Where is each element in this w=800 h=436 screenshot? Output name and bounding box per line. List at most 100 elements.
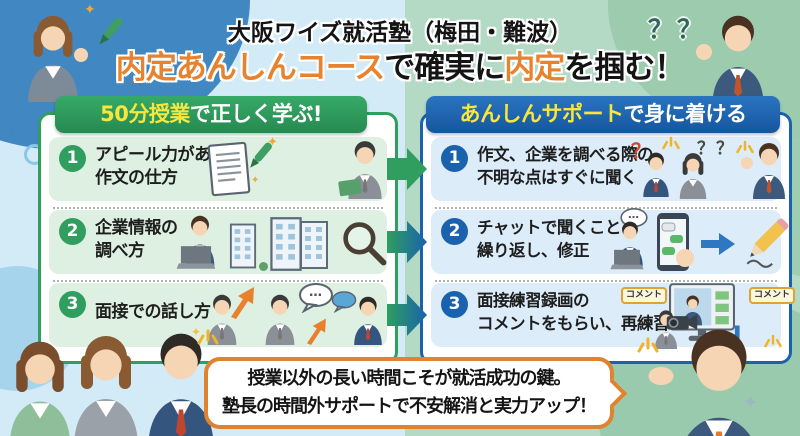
emphasis-lines-icon [661,135,681,151]
flow-arrow-icon [387,148,427,190]
lesson-header-highlight: 50分授業 [100,102,190,126]
subtitle-mid: で確実に [384,50,505,86]
waving-hand-icon [696,44,712,60]
support-item-1: 1 作文、企業を調べる際の 不明な点はすぐに聞く ？ ？？ [431,137,781,201]
step-text-line2: 不明な点はすぐに聞く [477,167,638,187]
sparkle-icon: ✦ [742,390,759,414]
sparkle-icon: ✦ [251,175,260,186]
company-research-illustration [179,212,387,272]
lesson-item-2: 2 企業情報の 調べ方 [49,210,387,274]
comment-label: コメント [621,287,668,304]
lesson-header-rest: で正しく学ぶ! [189,102,323,126]
row-highlight [49,210,387,274]
laptop-icon [607,248,647,272]
sparkle-icon: ✦ [191,325,202,339]
subtitle-highlight-2: 内定 [504,50,565,86]
step-number-badge: 2 [441,218,468,245]
step-text: 作文、企業を調べる際の 不明な点はすぐに聞く [477,144,654,190]
step-text-line2: 繰り返し、修正 [477,240,590,260]
laptop-icon [173,244,219,272]
support-item-2: 2 チャットで聞くことを 繰り返し、修正 … [431,208,781,274]
emphasis-lines-icon [196,328,220,346]
right-arrow-icon [701,232,735,256]
step-text: 面接での話し方 [95,301,211,324]
growth-arrow-icon [227,285,257,319]
page-title: 大阪ワイズ就活塾（梅田・難波） [227,20,573,46]
note-line1: 授業以外の長い時間こそが就活成功の鍵。 [247,368,572,390]
page-subtitle: 内定あんしんコースで確実に内定を掴む！ [0,42,800,87]
male-coach-illustration [696,8,796,98]
hand-icon [741,157,753,169]
building-icon [299,220,329,270]
building-icon [229,222,257,270]
question-icon: ？ [631,139,651,163]
step-text-line1: 面接練習録画の [477,291,590,310]
double-question-icon: ？？ [648,15,707,44]
chat-revise-illustration: … [613,208,791,272]
subtitle-highlight-1: 内定あんしんコース [115,50,385,86]
support-header-rest: で身に着ける [623,102,748,126]
coach-answering-icon [747,141,791,199]
step-text-line2: 調べ方 [95,241,145,262]
note-line2: 塾長の時間外サポートで不安解消と実力アップ！ [222,396,597,417]
support-item-3: 3 面接練習録画の コメントをもらい、再練習 コメント コメント [431,283,795,347]
step-text-line1: アピール力がある [95,145,228,165]
flow-arrow-icon [387,221,427,263]
emphasis-lines-icon [636,336,660,354]
support-panel-header: あんしんサポートで身に着ける [426,96,780,133]
step-text-line2: 作文の仕方 [95,168,178,189]
step-text: 面接練習録画の コメントをもらい、再練習 [477,290,670,336]
lesson-panel: 1 アピール力がある 作文の仕方 ✦ ✦ 2 企業情報の 調べ方 [38,112,398,364]
step-text-line1: 作文、企業を調べる際の [477,145,654,164]
fist-icon [74,48,88,62]
pencil-icon [743,214,791,270]
step-number-badge: 2 [59,218,86,245]
dotted-divider [53,280,383,282]
comment-label: コメント [748,287,795,304]
female-coach-illustration: ✦ [14,2,154,100]
student-figure-icon [66,330,146,436]
clipboard-icon [338,178,362,197]
double-question-icon: ？？ [697,139,735,159]
lesson-item-1: 1 アピール力がある 作文の仕方 ✦ ✦ [49,135,387,201]
step-number-badge: 3 [59,291,86,318]
step-text-line1: 面接での話し方 [95,302,211,322]
principal-figure-icon [664,324,774,436]
dotted-divider [53,207,383,209]
step-text: チャットで聞くことを 繰り返し、修正 [477,217,637,263]
essay-writing-illustration: ✦ ✦ [207,135,387,199]
video-review-illustration: コメント コメント [621,285,795,345]
students-illustration [0,328,230,436]
person-icon [261,293,299,345]
step-text: 企業情報の 調べ方 [95,217,178,264]
support-note-bubble: 授業以外の長い時間こそが就活成功の鍵。 塾長の時間外サポートで不安解消と実力アッ… [204,357,614,429]
building-icon [269,216,303,272]
step-text-line1: チャットで聞くことを [477,218,637,237]
step-text: アピール力がある 作文の仕方 [95,144,228,191]
person-icon [349,295,387,345]
ellipsis-icon: … [628,208,639,221]
step-number-badge: 1 [59,145,86,172]
pointing-hand-icon [676,249,694,267]
subtitle-end: を掴む！ [564,50,685,86]
interview-talk-illustration: ✦ … [191,285,387,345]
row-highlight [431,137,781,201]
dotted-divider [435,280,777,282]
tree-icon [259,262,268,271]
step-text-line2: コメントをもらい、再練習 [477,313,670,333]
presenting-hand-icon [648,367,674,385]
lesson-panel-header: 50分授業で正しく学ぶ! [55,96,367,133]
growth-arrow-icon [303,317,329,345]
sparkle-icon: ✦ [267,135,278,150]
principal-illustration: ✦ [630,320,800,436]
step-text-line1: 企業情報の [95,218,178,238]
flow-arrow-icon [387,294,427,336]
step-number-badge: 1 [441,145,468,172]
dotted-divider [435,207,777,209]
student-raising-hand-icon [639,151,673,197]
magnifier-icon [341,220,387,266]
support-header-highlight: あんしんサポート [459,102,625,126]
step-number-badge: 3 [441,291,468,318]
sparkle-icon: ✦ [84,2,96,18]
